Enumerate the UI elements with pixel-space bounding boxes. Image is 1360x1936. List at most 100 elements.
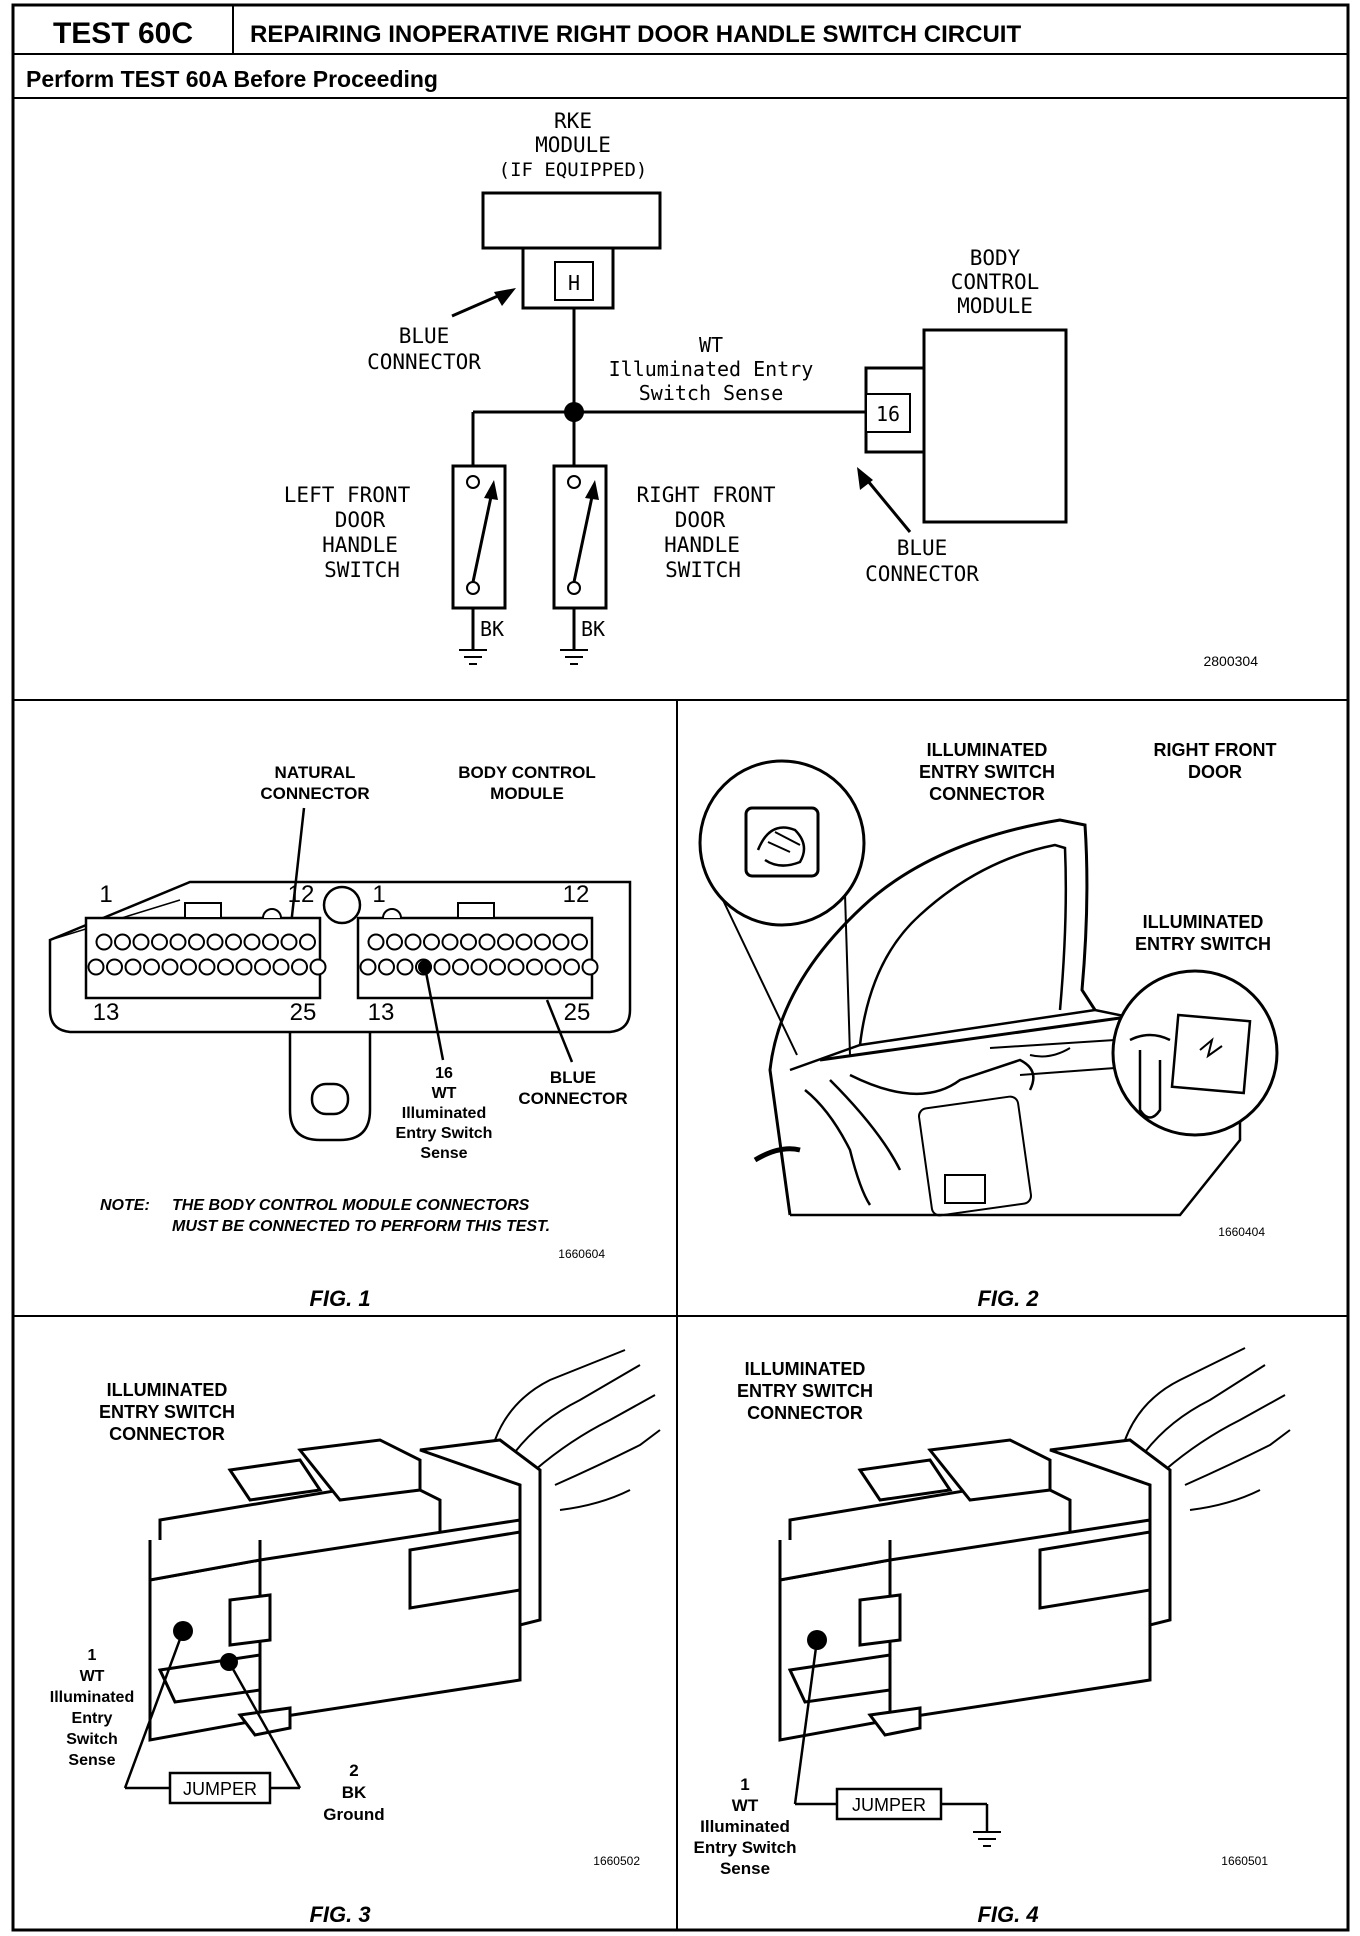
natural-pin-top-6 <box>188 933 205 951</box>
schematic-drawing-number: 2800304 <box>1203 653 1258 669</box>
blue-pin-bottom-14 <box>378 958 395 976</box>
door-window-opening <box>858 843 1068 1046</box>
fig1-caption: FIG. 1 <box>309 1286 370 1311</box>
fig2-connector-label-2: ENTRY SWITCH <box>919 762 1055 782</box>
door-wiring-harness <box>804 1058 1035 1206</box>
natural-pin-bottom-20 <box>217 958 234 976</box>
pin16-label-1: 16 <box>435 1065 453 1082</box>
natural-pin-top-2 <box>114 933 131 951</box>
natural-pin-top-9 <box>243 933 261 951</box>
right-switch-label-2: DOOR <box>675 508 726 532</box>
fig3-pin1-label-1: 1 <box>88 1647 97 1664</box>
bcm-center-post <box>322 885 362 925</box>
left-pin-13-label: 13 <box>93 999 120 1026</box>
fig1-bcm-label-1: BODY CONTROL <box>458 763 596 782</box>
fig4-connector-label-3: CONNECTOR <box>747 1403 863 1423</box>
rke-connector-label-1: BLUE <box>399 324 450 348</box>
fig4-caption: FIG. 4 <box>977 1902 1038 1927</box>
fig4-pin1-label-5: Sense <box>720 1859 770 1878</box>
fig2-door-label-1: RIGHT FRONT <box>1154 740 1277 760</box>
left-pin-25-label: 25 <box>290 999 317 1026</box>
fig4-connector-label-1: ILLUMINATED <box>745 1359 866 1379</box>
fig3-pin1-label-5: Switch <box>66 1731 118 1748</box>
left-door-handle-switch <box>451 464 507 610</box>
bcm-connector-label-2: CONNECTOR <box>865 562 979 586</box>
page-title: REPAIRING INOPERATIVE RIGHT DOOR HANDLE … <box>250 21 1021 48</box>
bcm-housing <box>48 880 632 1034</box>
blue-pin-top-7 <box>478 933 496 951</box>
left-switch-blade <box>471 491 494 583</box>
right-switch-label-1: RIGHT FRONT <box>636 483 775 507</box>
pin16-label-5: Sense <box>420 1145 467 1162</box>
fig4-pin1-label-1: 1 <box>740 1775 749 1794</box>
bcm-mounting-hole <box>310 1082 350 1116</box>
left-pin-12-label: 12 <box>288 881 315 908</box>
blue-connector-latch <box>457 902 495 919</box>
natural-pin-top-8 <box>225 933 242 951</box>
fig4-pin1-label-3: Illuminated <box>700 1817 790 1836</box>
blue-pin-top-6 <box>460 933 477 951</box>
right-switch-terminal-top <box>567 475 581 489</box>
fig4-harness-wires <box>1124 1347 1291 1511</box>
blue-pin-bottom-24 <box>563 958 580 976</box>
rke-pin-h-box <box>554 261 594 301</box>
natural-pin-top-7 <box>206 933 224 951</box>
fig3-pin1-label-2: WT <box>80 1668 105 1685</box>
right-pin-25-label: 25 <box>564 999 591 1026</box>
rke-connector-label-2: CONNECTOR <box>367 350 481 374</box>
fig3-connector-label-2: ENTRY SWITCH <box>99 1402 235 1422</box>
pin-16-leader <box>423 966 445 1061</box>
page-subtitle: Perform TEST 60A Before Proceeding <box>26 66 438 92</box>
fig2-connector-label-1: ILLUMINATED <box>927 740 1048 760</box>
fig2-caption: FIG. 2 <box>977 1286 1039 1311</box>
pin16-label-2: WT <box>432 1085 457 1102</box>
fig1-bcm-label-2: MODULE <box>490 784 564 803</box>
fig3-connector-label-1: ILLUMINATED <box>107 1380 228 1400</box>
fig3-pin2-label-1: 2 <box>349 1761 358 1780</box>
left-switch-label-4: SWITCH <box>324 558 400 582</box>
fig3-jumper-to-ground: ILLUMINATED ENTRY SWITCH CONNECTOR <box>50 1349 661 1927</box>
natural-pin-top-10 <box>262 933 279 951</box>
right-door-handle-switch <box>552 464 608 610</box>
natural-pin-bottom-23 <box>272 958 290 976</box>
fig1-bcm-connectors: NATURAL CONNECTOR BODY CONTROL MODULE 1 … <box>48 763 632 1311</box>
natural-pin-bottom-13 <box>87 958 105 976</box>
natural-connector-label-2: CONNECTOR <box>260 784 369 803</box>
natural-pin-bottom-24 <box>291 958 308 976</box>
natural-pin-bottom-19 <box>198 958 216 976</box>
blue-pin-bottom-15 <box>396 958 414 976</box>
rke-pin-h: H <box>568 271 580 295</box>
left-switch-label-2: DOOR <box>335 508 386 532</box>
blue-pin-top-2 <box>386 933 403 951</box>
blue-pin-bottom-18 <box>452 958 469 976</box>
fig3-pin2-label-3: Ground <box>323 1805 384 1824</box>
right-pin-13-label: 13 <box>368 999 395 1026</box>
natural-pin-bottom-21 <box>235 958 253 976</box>
left-switch-terminal-bottom <box>466 581 480 595</box>
blue-pin-top-1 <box>367 933 385 951</box>
fig4-drawing-number: 1660501 <box>1221 1854 1268 1868</box>
fig2-door-label-2: DOOR <box>1188 762 1242 782</box>
right-pin-12-label: 12 <box>563 881 590 908</box>
natural-pin-bottom-14 <box>106 958 123 976</box>
fig3-pin1-label-6: Sense <box>68 1752 115 1769</box>
connector-detail-circle <box>698 759 866 927</box>
fig2-switch-label-1: ILLUMINATED <box>1143 912 1264 932</box>
fig2-door-illustration: ILLUMINATED ENTRY SWITCH CONNECTOR RIGHT… <box>698 740 1279 1311</box>
left-pin-1-label: 1 <box>99 881 112 908</box>
bcm-pin-16-box <box>865 393 911 433</box>
note-prefix: NOTE: <box>100 1197 150 1214</box>
right-switch-blade <box>572 491 595 583</box>
natural-pin-bottom-16 <box>143 958 160 976</box>
natural-pin-bottom-15 <box>124 958 142 976</box>
bcm-pin-16: 16 <box>876 402 900 426</box>
natural-pin-top-3 <box>132 933 150 951</box>
natural-pin-bottom-17 <box>161 958 179 976</box>
left-switch-terminal-top <box>466 475 480 489</box>
blue-pin-top-10 <box>534 933 551 951</box>
fig1-blue-connector-label-1: BLUE <box>550 1068 596 1087</box>
fig3-drawing-number: 1660502 <box>593 1854 640 1868</box>
natural-pin-top-1 <box>95 933 113 951</box>
natural-pin-top-5 <box>169 933 187 951</box>
